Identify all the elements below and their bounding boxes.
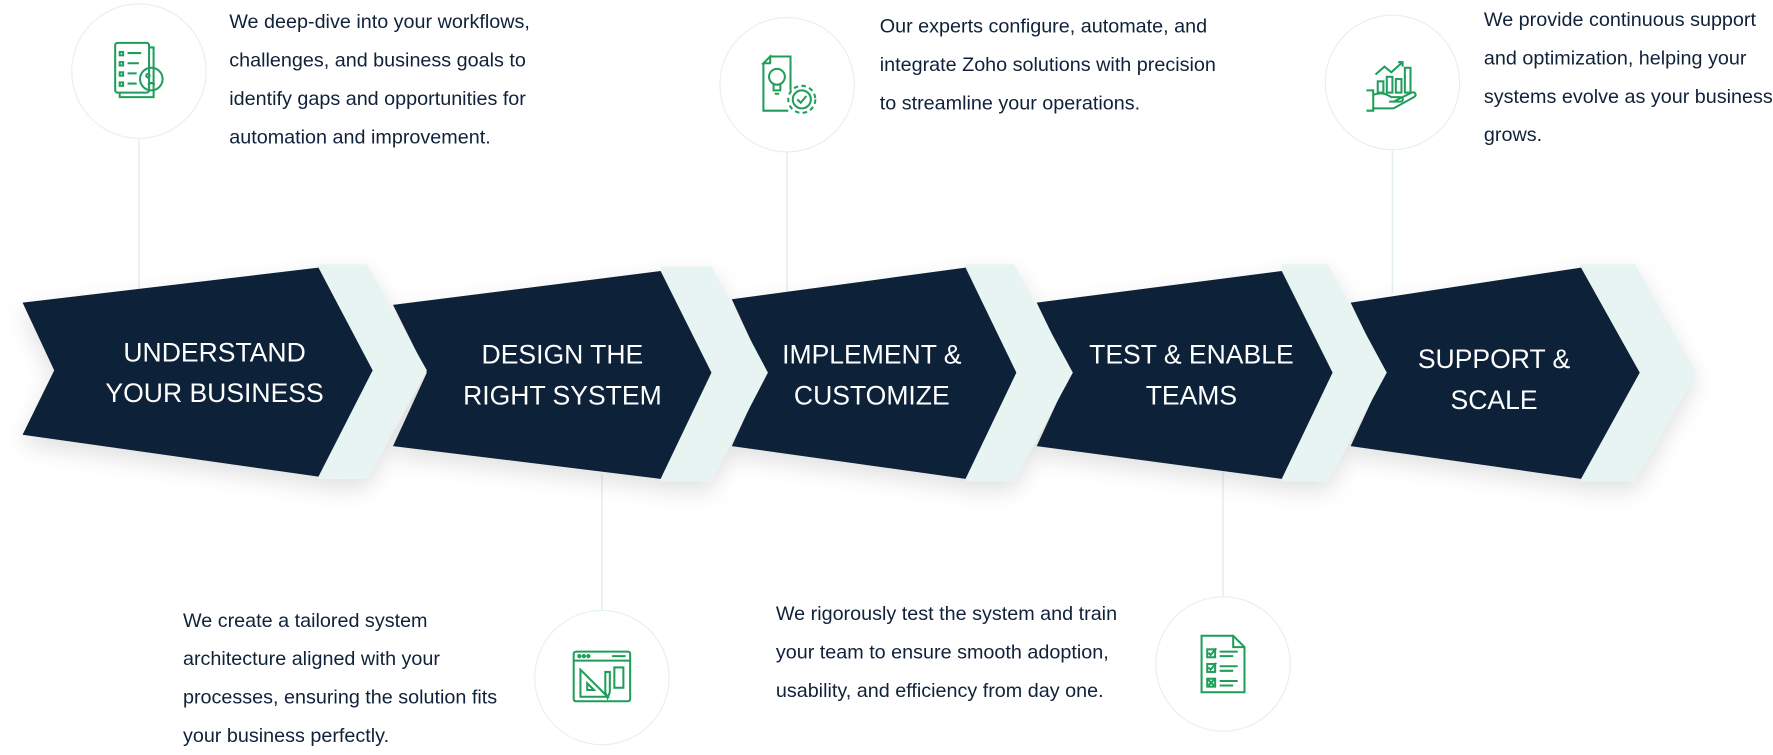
step-5-title-line-2: SCALE: [1450, 385, 1538, 415]
step-1-title-line-1: UNDERSTAND: [123, 337, 306, 368]
step-2-title: DESIGN THE RIGHT SYSTEM: [416, 334, 710, 415]
design-tools-icon: [572, 650, 632, 703]
step-3-title: IMPLEMENT & CUSTOMIZE: [725, 334, 1019, 415]
step-3-title-line-1: IMPLEMENT &: [782, 339, 962, 370]
idea-gear-icon: [760, 54, 817, 114]
step-5-icon-circle: [1324, 14, 1461, 151]
step-4-description: We rigorously test the system and train …: [775, 601, 1118, 702]
step-1-title-line-2: YOUR BUSINESS: [105, 378, 324, 408]
step-4-title-line-1: TEST & ENABLE: [1089, 339, 1294, 370]
chevron-1: [22, 267, 373, 477]
step-2-title-line-1: DESIGN THE: [481, 339, 644, 370]
step-2-description: We create a tailored system architecture…: [182, 608, 498, 747]
step-5-title: SUPPORT & SCALE: [1347, 339, 1641, 420]
step-4-icon-circle: [1155, 596, 1291, 732]
chevron-accent-4: [1281, 264, 1387, 482]
chevron-5: [1350, 267, 1640, 479]
step-1-description: We deep-dive into your workflows, challe…: [229, 10, 530, 148]
step-1-icon-circle: [71, 3, 207, 139]
step-2-title-line-2: RIGHT SYSTEM: [463, 380, 662, 410]
chevron-2: [392, 271, 712, 479]
chevron-4: [1036, 271, 1333, 479]
step-5-title-line-1: SUPPORT &: [1417, 344, 1571, 374]
step-4-title-line-2: TEAMS: [1145, 380, 1238, 410]
step-3-title-line-2: CUSTOMIZE: [793, 380, 950, 410]
growth-hand-icon: [1366, 61, 1417, 112]
step-4-title: TEST & ENABLE TEAMS: [1045, 334, 1339, 415]
chevron-accent-1: [318, 264, 427, 479]
chevron-accent-2: [660, 266, 768, 482]
document-analysis-icon: [114, 41, 164, 99]
step-2-icon-circle: [534, 609, 670, 746]
connector-lines: [138, 138, 1394, 610]
step-1-title: UNDERSTAND YOUR BUSINESS: [68, 332, 362, 413]
step-3-icon-circle: [719, 16, 855, 153]
step-5-description: We provide continuous support and optimi…: [1483, 7, 1773, 146]
chevron-accent-3: [965, 264, 1073, 482]
step-3-description: Our experts configure, automate, and int…: [879, 14, 1216, 115]
chevron-3: [731, 267, 1017, 479]
checklist-icon: [1200, 634, 1246, 694]
